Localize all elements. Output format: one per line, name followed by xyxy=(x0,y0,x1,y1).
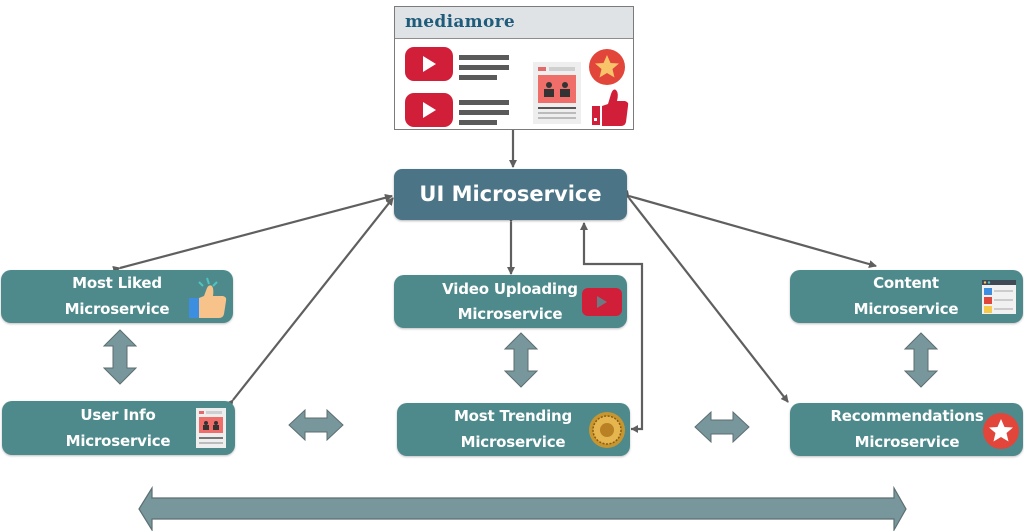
ui-microservice-label: UI Microservice xyxy=(419,182,602,206)
connector-ui-recommendations xyxy=(621,190,789,403)
block-arrow-most-liked-user-info xyxy=(102,329,138,385)
ui-microservice-node[interactable]: UI Microservice xyxy=(394,169,627,220)
block-arrow-user-info-trending xyxy=(288,408,344,442)
content-microservice-node[interactable]: Content Microservice xyxy=(790,270,1023,323)
video-uploading-label-line2: Microservice xyxy=(457,305,563,323)
website-content xyxy=(405,47,629,127)
website-header-bar: mediamore xyxy=(395,7,633,39)
video-play-icon xyxy=(405,47,453,81)
content-list-icon xyxy=(982,280,1016,314)
most-trending-microservice-node[interactable]: Most Trending Microservice xyxy=(397,403,630,456)
text-lines-icon xyxy=(459,55,509,80)
most-trending-label-line1: Most Trending xyxy=(453,407,573,425)
recommendations-label-line2: Microservice xyxy=(854,433,960,451)
most-liked-label-line1: Most Liked xyxy=(72,274,162,292)
most-liked-microservice-node[interactable]: Most Liked Microservice xyxy=(1,270,233,323)
gold-medal-icon xyxy=(589,412,625,448)
text-lines-icon xyxy=(459,100,509,125)
user-info-label-line1: User Info xyxy=(80,406,156,424)
content-label-line1: Content xyxy=(873,274,939,292)
most-trending-label-line2: Microservice xyxy=(460,433,566,451)
block-arrow-content-recommendations xyxy=(903,332,939,388)
video-play-icon xyxy=(405,93,453,127)
website-mockup: mediamore xyxy=(394,6,634,130)
article-card-icon xyxy=(533,62,581,124)
recommendations-microservice-node[interactable]: Recommendations Microservice xyxy=(790,403,1023,456)
thumbs-up-icon xyxy=(189,277,227,318)
recommendations-label-line1: Recommendations xyxy=(830,407,984,425)
block-arrow-trending-recommendations xyxy=(694,410,750,444)
user-info-microservice-node[interactable]: User Info Microservice xyxy=(2,401,235,455)
block-arrow-video-trending xyxy=(503,332,539,388)
block-arrow-bottom-long xyxy=(138,485,907,531)
connector-ui-content xyxy=(621,190,877,268)
connector-ui-most-liked xyxy=(112,193,393,274)
content-label-line2: Microservice xyxy=(853,300,959,318)
most-liked-label-line2: Microservice xyxy=(64,300,170,318)
user-info-label-line2: Microservice xyxy=(65,432,171,450)
connector-ui-user-info xyxy=(225,197,394,408)
star-badge-icon xyxy=(983,413,1019,449)
video-uploading-microservice-node[interactable]: Video Uploading Microservice xyxy=(394,275,627,328)
thumbs-up-icon xyxy=(592,89,629,126)
youtube-play-icon xyxy=(582,288,622,316)
star-badge-icon xyxy=(589,49,625,85)
profile-card-icon xyxy=(196,408,226,448)
website-brand: mediamore xyxy=(405,12,515,32)
video-uploading-label-line1: Video Uploading xyxy=(442,280,578,298)
